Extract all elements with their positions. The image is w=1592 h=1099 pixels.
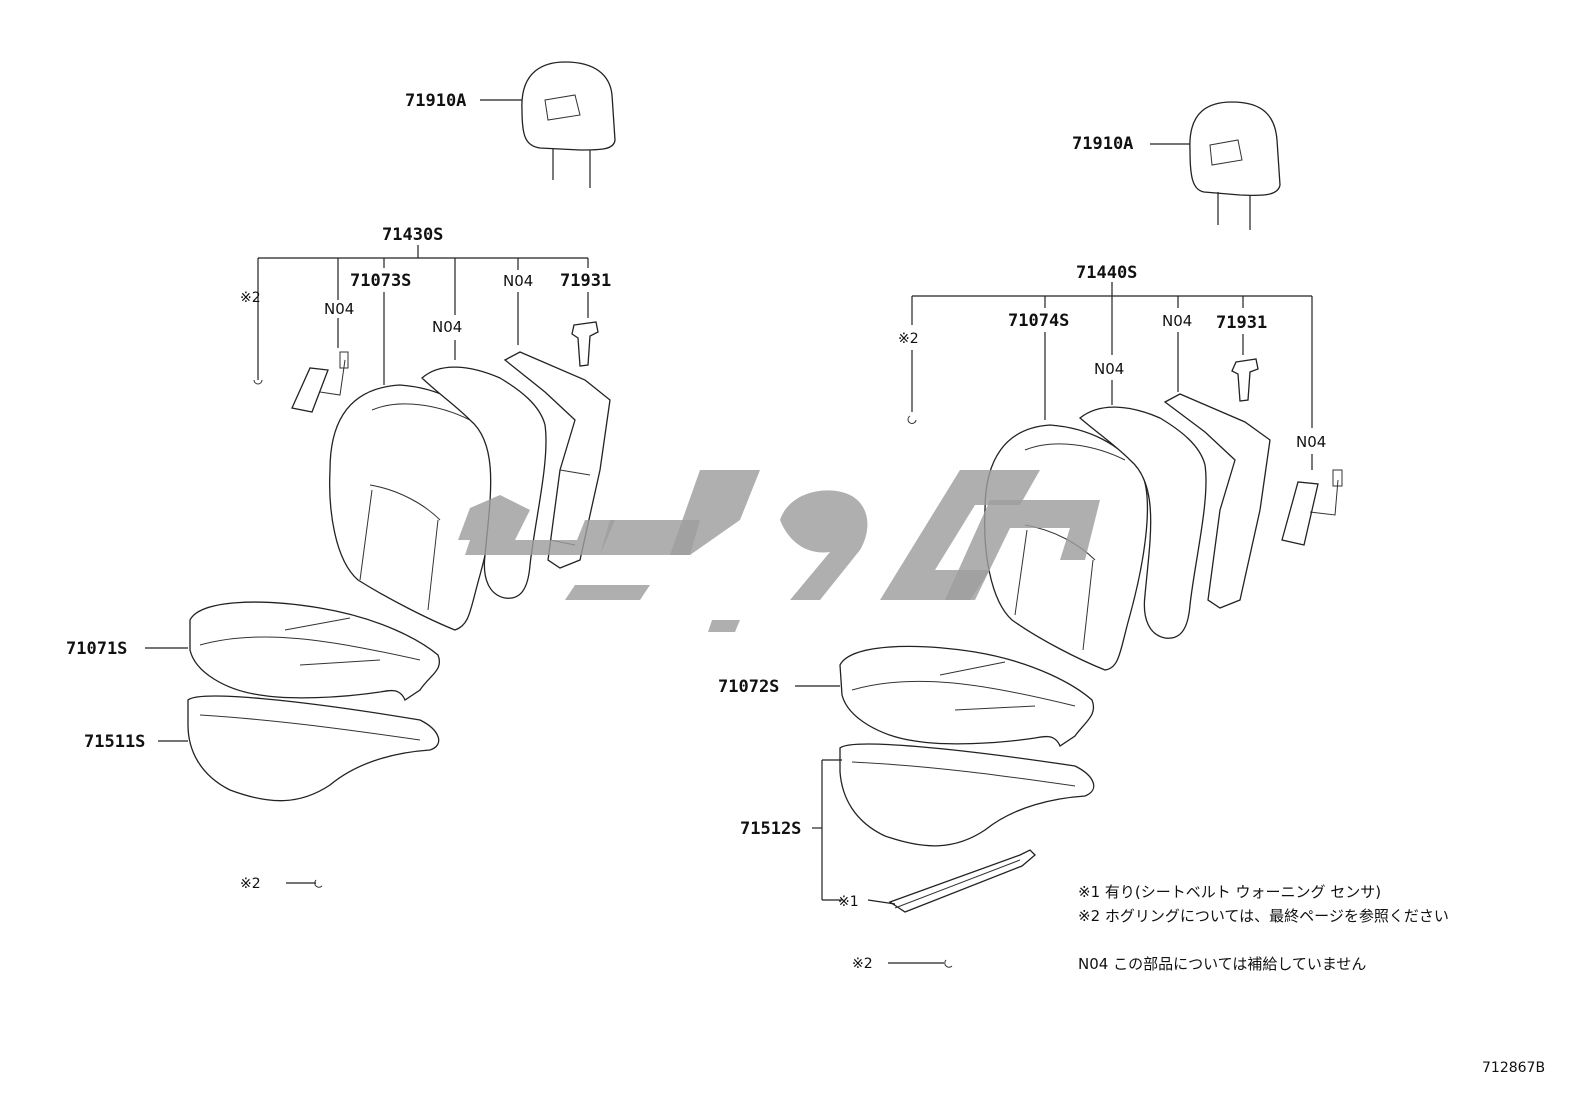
right-hog-ring-bottom-icon [944, 959, 953, 968]
right-support-label: 71931 [1216, 313, 1267, 333]
right-star2-bottom-label: ※2 [852, 956, 873, 972]
right-headrest-drawing [1189, 101, 1281, 230]
left-cushion-cover-label: 71071S [66, 639, 127, 659]
right-back-assy-label: 71440S [1076, 263, 1137, 283]
left-n04-label-b: N04 [432, 318, 462, 336]
right-headrest-label: 71910A [1072, 134, 1133, 154]
left-hog-ring-top-icon [253, 379, 263, 385]
figure-id: 712867B [1482, 1060, 1545, 1076]
left-headrest-label: 71910A [405, 91, 466, 111]
right-seat-back-drawing [984, 393, 1271, 671]
right-back-cover-label: 71074S [1008, 311, 1069, 331]
left-cushion-pad-label: 71511S [84, 732, 145, 752]
left-star2-bottom-label: ※2 [240, 876, 261, 892]
right-sensor-drawing [888, 849, 1036, 913]
left-support-label: 71931 [560, 271, 611, 291]
right-n04-label-b: N04 [1162, 312, 1192, 330]
right-support-drawing [1231, 358, 1259, 402]
left-seat-back-drawing [329, 351, 611, 631]
right-cushion-pad-label: 71512S [740, 819, 801, 839]
right-cushion-cover-label: 71072S [718, 677, 779, 697]
left-back-cover-label: 71073S [350, 271, 411, 291]
left-n04-label-c: N04 [503, 272, 533, 290]
right-n04-label-a: N04 [1094, 360, 1124, 378]
left-cushion-drawing [187, 601, 441, 802]
right-n04-label-c: N04 [1296, 433, 1326, 451]
note-star2: ※2 ホグリングについては、最終ページを参照ください [1078, 907, 1449, 925]
left-back-assy-label: 71430S [382, 225, 443, 245]
right-cushion-drawing [839, 645, 1095, 847]
note-star1: ※1 有り(シートベルト ウォーニング センサ) [1078, 883, 1381, 901]
watermark-logo [458, 470, 1100, 632]
right-hog-ring-top-icon [907, 415, 917, 424]
left-back-assy-bracket [257, 245, 589, 385]
left-side-part-drawing [291, 351, 349, 413]
right-side-part-drawing [1281, 469, 1343, 546]
right-star1-label: ※1 [838, 894, 859, 910]
left-n04-label-a: N04 [324, 300, 354, 318]
right-cushion-pad-bracket [812, 759, 896, 905]
left-support-drawing [571, 321, 599, 367]
left-hog-ring-bottom-icon [314, 879, 323, 888]
right-star2-top-label: ※2 [898, 331, 919, 347]
note-n04: N04 この部品については補給していません [1078, 955, 1366, 973]
right-back-assy-bracket [911, 282, 1313, 470]
left-star2-top-label: ※2 [240, 290, 261, 306]
left-headrest-drawing [521, 61, 616, 188]
